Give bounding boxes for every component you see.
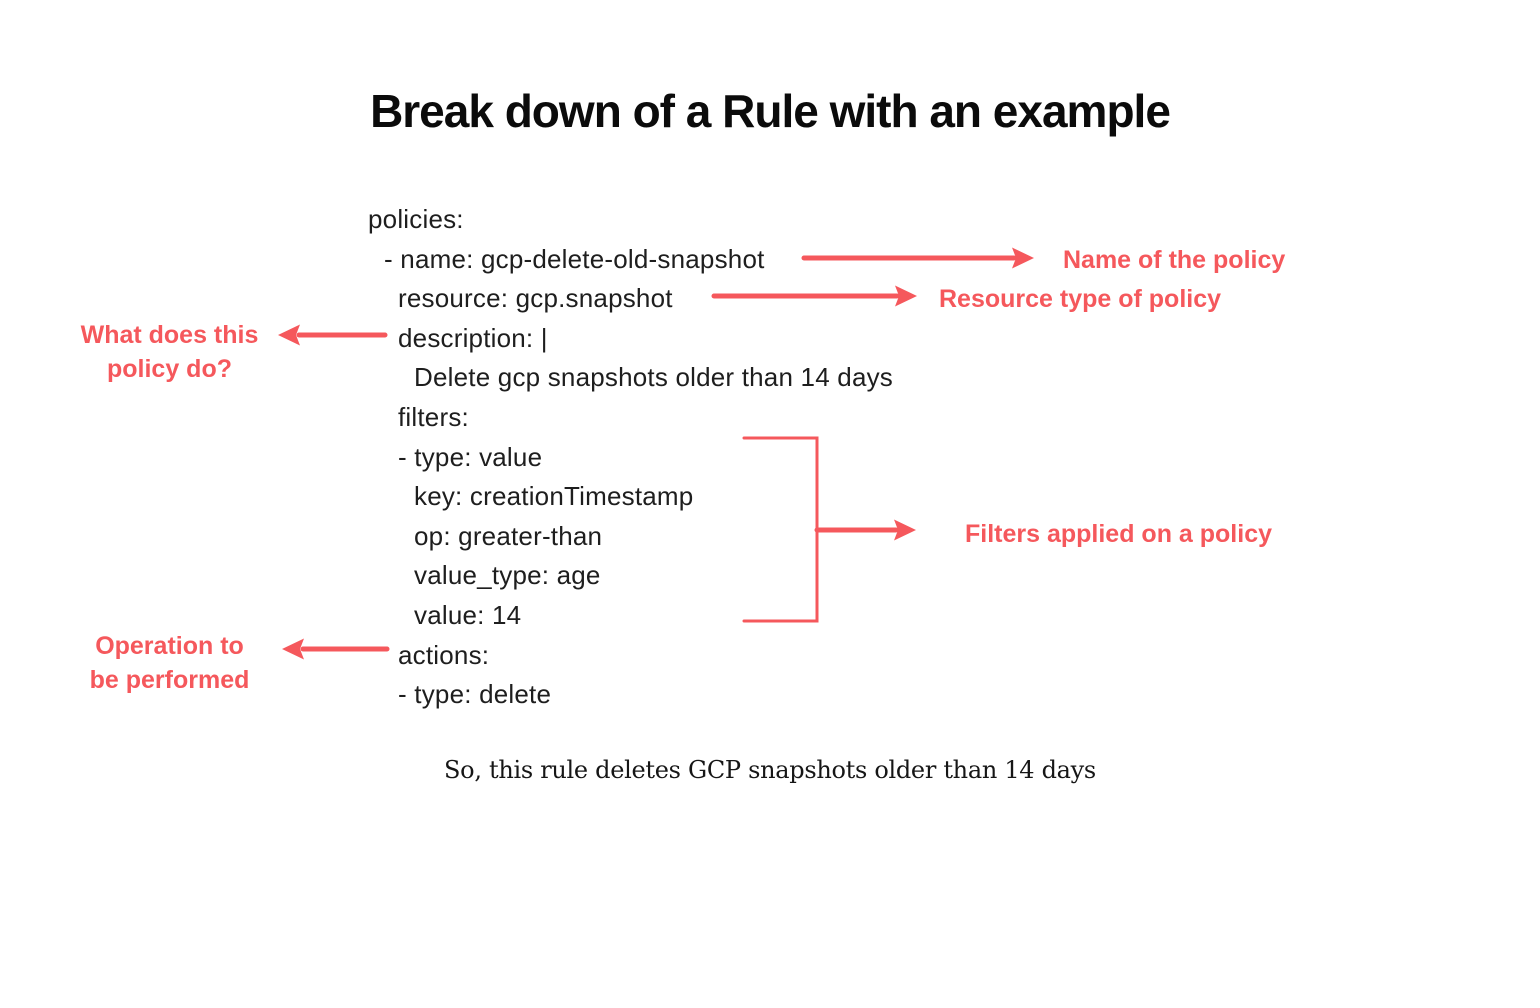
code-line-filter-op: op: greater-than	[414, 520, 603, 551]
code-line-resource: resource: gcp.snapshot	[398, 283, 673, 314]
code-line-description: description: |	[398, 322, 548, 353]
yaml-code-block: policies: - name: gcp-delete-old-snapsho…	[368, 200, 893, 715]
annotation-description: What does this policy do?	[62, 318, 277, 386]
code-line-description-text: Delete gcp snapshots older than 14 days	[414, 362, 893, 393]
annotation-policy-name: Name of the policy	[1063, 246, 1286, 274]
annotation-resource-type: Resource type of policy	[939, 285, 1222, 313]
code-line-filter-value-type: value_type: age	[414, 560, 601, 591]
annotation-actions: Operation to be performed	[62, 629, 277, 697]
conclusion-text: So, this rule deletes GCP snapshots olde…	[444, 756, 1096, 784]
code-line-filter-value: value: 14	[414, 599, 522, 630]
code-line-filter-key: key: creationTimestamp	[414, 481, 694, 512]
annotation-actions-line2: be performed	[89, 666, 250, 694]
code-line-policies: policies:	[368, 204, 464, 234]
code-line-action-type: - type: delete	[398, 679, 552, 710]
annotation-actions-line1: Operation to	[95, 632, 244, 660]
code-line-actions: actions:	[398, 639, 490, 670]
code-line-filters: filters:	[398, 401, 469, 432]
annotation-description-line1: What does this	[80, 321, 259, 349]
code-line-filter-type: - type: value	[398, 441, 543, 472]
page-title: Break down of a Rule with an example	[370, 85, 1171, 137]
annotation-filters: Filters applied on a policy	[965, 520, 1273, 548]
code-line-name: - name: gcp-delete-old-snapshot	[384, 243, 765, 274]
annotation-description-line2: policy do?	[107, 355, 232, 383]
